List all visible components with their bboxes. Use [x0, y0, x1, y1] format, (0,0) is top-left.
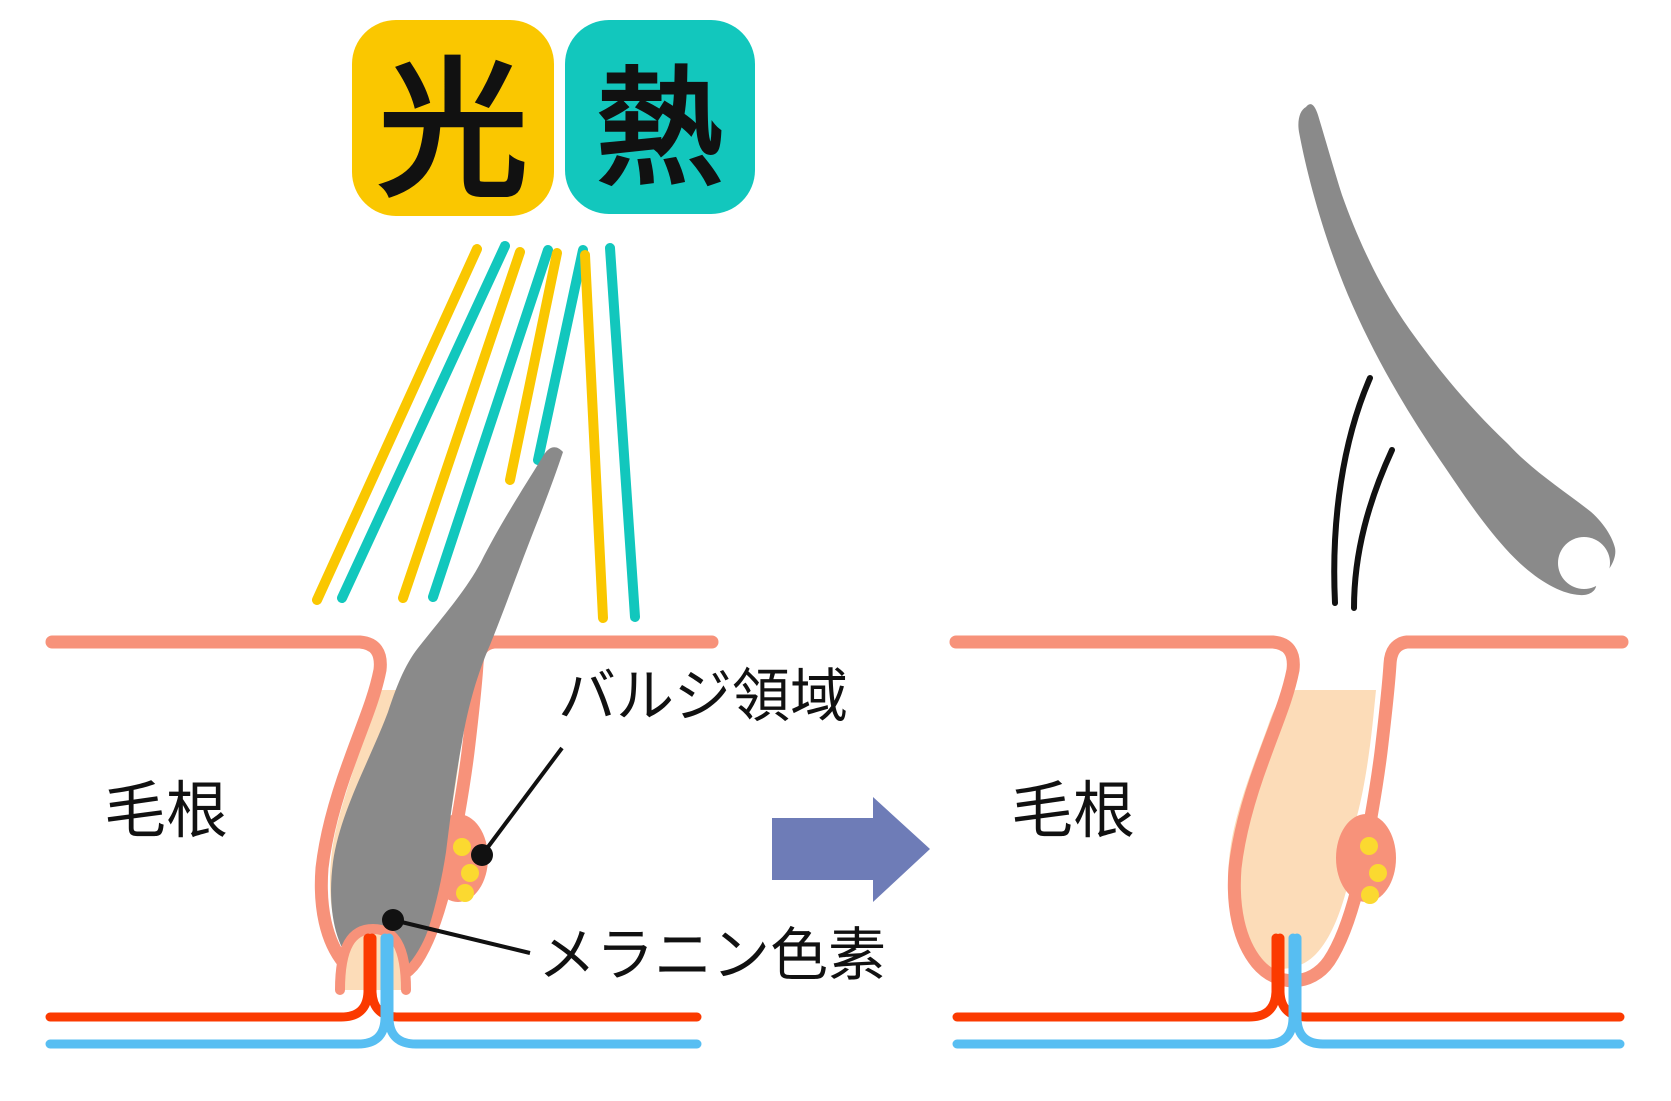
light-legend-box: 光	[352, 20, 554, 216]
bulge-cell-dot	[456, 884, 474, 902]
light-ray	[505, 248, 562, 485]
blood-vessel-blue	[952, 933, 1625, 1049]
melanin-marker-dot	[382, 909, 404, 931]
detached-hair	[1298, 104, 1616, 596]
heat-ray	[533, 245, 588, 465]
bulge-cell-dot	[461, 864, 479, 882]
motion-line	[1331, 375, 1373, 606]
bulge-cell-dot	[1361, 886, 1379, 904]
transition-arrow	[772, 797, 930, 902]
melanin-leader-line	[392, 918, 531, 955]
heat-ray	[428, 245, 553, 602]
blood-vessel-red	[952, 933, 1625, 1022]
hair-root-label-right: 毛根	[1011, 777, 1136, 846]
hair-shaft	[331, 447, 563, 971]
bulge-cell-dot	[1360, 837, 1378, 855]
bulge-region-label: バルジ領域	[558, 664, 849, 729]
heat-ray	[605, 243, 640, 622]
left-follicle	[45, 447, 719, 1049]
right-follicle	[949, 635, 1629, 1049]
light-heat-rays	[312, 241, 640, 623]
heat-ray	[337, 241, 510, 603]
blood-vessel-red	[45, 933, 702, 1022]
heat-label: 熱	[595, 57, 724, 201]
light-label: 光	[377, 46, 528, 215]
light-ray	[398, 247, 525, 603]
light-ray	[580, 250, 608, 623]
bulge-cell-dot	[1369, 864, 1387, 882]
hair-bulb-notch	[1558, 537, 1610, 589]
hair-root-label-left: 毛根	[104, 777, 229, 846]
motion-line	[1351, 447, 1395, 611]
melanin-pigment-label: メラニン色素	[538, 923, 887, 988]
falling-hair	[1298, 104, 1616, 611]
light-ray	[312, 244, 482, 605]
bulge-leader-line	[480, 746, 564, 857]
bulge-marker-dot	[471, 844, 493, 866]
blood-vessel-blue	[45, 933, 702, 1049]
bulge-cell-dot	[453, 838, 471, 856]
heat-legend-box: 熱	[565, 20, 755, 214]
